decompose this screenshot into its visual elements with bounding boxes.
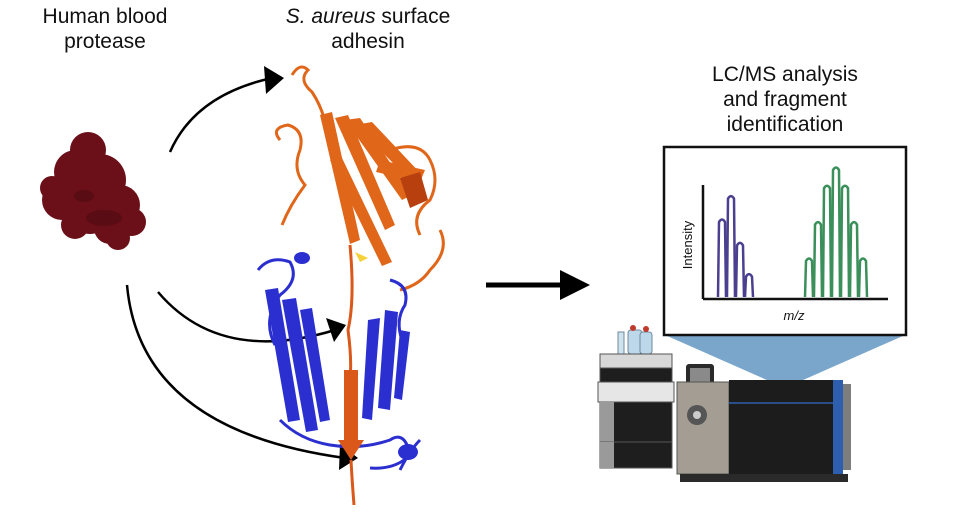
spectrum-peak — [830, 166, 842, 298]
projection-beam — [665, 335, 905, 388]
spectrum-peak — [857, 257, 869, 298]
adhesin-protein — [256, 65, 445, 506]
protease-label-line1: Human blood — [42, 5, 168, 28]
mass-spectrometer — [676, 364, 851, 482]
cleavage-arrow-mid-head — [326, 318, 346, 342]
spectrum-peak — [743, 272, 755, 298]
spectrum-peak — [821, 184, 833, 298]
adhesin-label-line1: S. aureus surface — [258, 4, 478, 29]
protease-molecule — [40, 132, 146, 250]
mass-spectrum-panel: Intensity m/z — [662, 145, 908, 337]
workflow-arrow-head — [560, 270, 590, 300]
y-axis-label: Intensity — [680, 220, 695, 269]
lcms-label-line3: identification — [726, 113, 844, 136]
cleavage-arrow-bottom — [125, 284, 346, 460]
cleavage-arrow-bottom-head — [339, 444, 358, 470]
adhesin-label-rest: surface — [375, 5, 451, 28]
spectrum-peak — [803, 257, 815, 298]
adhesin-label-line2: adhesin — [331, 30, 405, 53]
spectrum-peak — [839, 184, 851, 298]
adhesin-label: S. aureus surface adhesin — [258, 4, 478, 54]
lcms-label-line2: and fragment — [723, 88, 847, 111]
spectrum-peak — [716, 218, 728, 298]
cleavage-arrow-top — [168, 76, 273, 153]
spectrum-peak — [725, 194, 737, 298]
cleavage-arrow-top-head — [264, 66, 284, 94]
spectrum-peak — [848, 220, 860, 298]
spectrum-peak — [734, 241, 746, 298]
lcms-label: LC/MS analysis and fragment identificati… — [640, 62, 930, 137]
x-axis-label: m/z — [784, 308, 805, 323]
protease-label-line2: protease — [64, 30, 146, 53]
species-name: S. aureus — [285, 5, 376, 28]
lcms-label-line1: LC/MS analysis — [712, 63, 858, 86]
hplc-instrument — [597, 325, 675, 469]
spectrum-peak — [812, 220, 824, 298]
protease-label: Human blood protease — [0, 4, 210, 54]
